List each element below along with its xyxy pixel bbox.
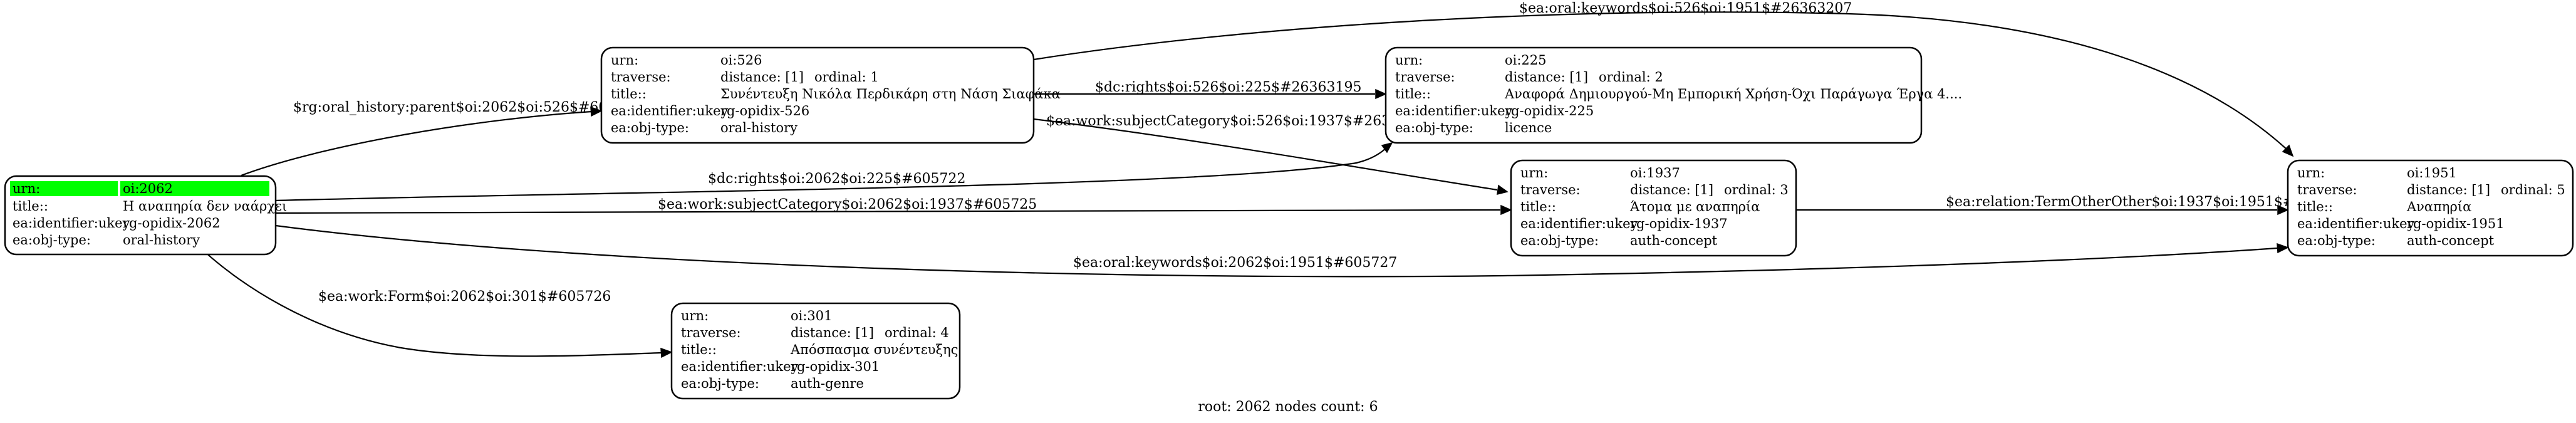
node-1951-type-key: ea:obj-type: xyxy=(2297,233,2376,248)
edge-label-relation-1937-1951: $ea:relation:TermOtherOther$oi:1937$oi:1… xyxy=(1946,194,2347,210)
edge-label-parent-2062-526: $rg:oral_history:parent$oi:2062$oi:526$#… xyxy=(293,100,642,115)
node-301-urn-value: oi:301 xyxy=(791,308,833,323)
edge-parent-2062-526[interactable]: $rg:oral_history:parent$oi:2062$oi:526$#… xyxy=(241,100,642,177)
node-526-ukey-value: rg-opidix-526 xyxy=(720,103,809,118)
node-225-ukey-key: ea:identifier:ukey xyxy=(1395,103,1513,118)
node-2062-urn-value: oi:2062 xyxy=(123,181,173,196)
edge-subject-526-1937[interactable]: $ea:work:subjectCategory$oi:526$oi:1937$… xyxy=(1033,113,1509,195)
node-oi-1951[interactable]: urn: oi:1951 traverse: distance: [1] ord… xyxy=(2287,159,2574,257)
node-301-traverse-distance: distance: [1] xyxy=(791,325,874,340)
node-225-ukey-value: rg-opidix-225 xyxy=(1505,103,1594,118)
node-301-type-key: ea:obj-type: xyxy=(681,376,759,391)
node-225-urn-value: oi:225 xyxy=(1505,53,1547,68)
node-225-traverse-distance: distance: [1] xyxy=(1505,70,1588,85)
graph-footer: root: 2062 nodes count: 6 xyxy=(1198,399,1378,415)
node-225-title-value: Αναφορά Δημιουργού-Μη Εμπορική Χρήση-Όχι… xyxy=(1504,86,1962,102)
node-1951-ukey-value: rg-opidix-1951 xyxy=(2407,216,2505,231)
edge-subject-2062-1937[interactable]: $ea:work:subjectCategory$oi:2062$oi:1937… xyxy=(275,197,1512,216)
highlight-key-cell xyxy=(10,181,118,196)
node-1937-urn-key: urn: xyxy=(1520,165,1548,180)
node-1951-ukey-key: ea:identifier:ukey xyxy=(2297,216,2415,231)
node-526-ukey-key: ea:identifier:ukey xyxy=(611,103,729,118)
node-2062-title-value: Η αναπηρία δεν ναάρχει xyxy=(123,199,287,214)
node-1937-type-key: ea:obj-type: xyxy=(1520,233,1599,248)
edge-label-rights-2062-225: $dc:rights$oi:2062$oi:225$#605722 xyxy=(708,171,966,187)
node-526-traverse-key: traverse: xyxy=(611,70,671,85)
node-1951-traverse-key: traverse: xyxy=(2297,182,2357,197)
node-526-type-key: ea:obj-type: xyxy=(611,120,689,135)
node-2062-type-key: ea:obj-type: xyxy=(13,232,91,248)
node-1951-urn-key: urn: xyxy=(2297,165,2325,180)
edge-label-subject-2062-1937: $ea:work:subjectCategory$oi:2062$oi:1937… xyxy=(658,197,1037,212)
node-526-urn-value: oi:526 xyxy=(720,53,762,68)
node-2062-title-key: title:: xyxy=(13,199,48,214)
edge-form-2062-301[interactable]: $ea:work:Form$oi:2062$oi:301$#605726 xyxy=(194,241,673,358)
node-1937-traverse-distance: distance: [1] xyxy=(1630,182,1713,197)
node-526-urn-key: urn: xyxy=(611,53,638,68)
node-oi-2062[interactable]: urn: oi:2062 title:: Η αναπηρία δεν ναάρ… xyxy=(4,175,287,256)
node-526-traverse-distance: distance: [1] xyxy=(720,70,804,85)
edge-label-keywords-526-1951: $ea:oral:keywords$oi:526$oi:1951$#263632… xyxy=(1519,1,1852,16)
node-1937-type-value: auth-concept xyxy=(1630,233,1718,248)
node-1937-title-value: Άτομα με αναπηρία xyxy=(1629,199,1760,214)
node-225-traverse-key: traverse: xyxy=(1395,70,1455,85)
node-301-traverse-key: traverse: xyxy=(681,325,741,340)
node-301-ukey-key: ea:identifier:ukey xyxy=(681,359,799,374)
node-1951-title-key: title:: xyxy=(2297,199,2333,214)
node-1937-urn-value: oi:1937 xyxy=(1630,165,1680,180)
node-oi-225[interactable]: urn: oi:225 traverse: distance: [1] ordi… xyxy=(1384,46,1962,144)
edge-label-rights-526-225: $dc:rights$oi:526$oi:225$#26363195 xyxy=(1095,80,1362,95)
node-2062-type-value: oral-history xyxy=(123,232,200,248)
node-1951-title-value: Αναπηρία xyxy=(2406,199,2471,214)
edge-rights-2062-225[interactable]: $dc:rights$oi:2062$oi:225$#605722 xyxy=(275,142,1393,202)
node-301-traverse-ordinal: ordinal: 4 xyxy=(885,325,949,340)
node-225-title-key: title:: xyxy=(1395,86,1431,102)
node-225-urn-key: urn: xyxy=(1395,53,1423,68)
node-1937-traverse-ordinal: ordinal: 3 xyxy=(1724,182,1789,197)
node-526-traverse-ordinal: ordinal: 1 xyxy=(814,70,879,85)
node-2062-urn-key: urn: xyxy=(13,181,40,196)
node-1937-ukey-key: ea:identifier:ukey xyxy=(1520,216,1638,231)
node-1951-traverse-ordinal: ordinal: 5 xyxy=(2501,182,2565,197)
node-1951-urn-value: oi:1951 xyxy=(2407,165,2457,180)
edge-rights-526-225[interactable]: $dc:rights$oi:526$oi:225$#26363195 xyxy=(1034,80,1387,100)
node-301-title-key: title:: xyxy=(681,342,717,357)
edge-keywords-526-1951[interactable]: $ea:oral:keywords$oi:526$oi:1951$#263632… xyxy=(1033,1,2294,157)
edge-relation-1937-1951[interactable]: $ea:relation:TermOtherOther$oi:1937$oi:1… xyxy=(1796,194,2347,216)
edges: $rg:oral_history:parent$oi:2062$oi:526$#… xyxy=(194,1,2347,358)
highlight-value-cell xyxy=(120,181,269,196)
node-301-title-value: Απόσπασμα συνέντευξης xyxy=(790,342,958,357)
node-225-type-value: licence xyxy=(1505,120,1552,135)
node-301-ukey-value: rg-opidix-301 xyxy=(791,359,880,374)
node-301-type-value: auth-genre xyxy=(791,376,864,391)
node-526-title-key: title:: xyxy=(611,86,647,102)
node-1937-title-key: title:: xyxy=(1520,199,1556,214)
node-1937-ukey-value: rg-opidix-1937 xyxy=(1630,216,1728,231)
node-2062-ukey-value: rg-opidix-2062 xyxy=(123,216,221,231)
node-1951-type-value: auth-concept xyxy=(2407,233,2495,248)
node-225-type-key: ea:obj-type: xyxy=(1395,120,1473,135)
edge-label-keywords-2062-1951: $ea:oral:keywords$oi:2062$oi:1951$#60572… xyxy=(1073,255,1397,271)
edge-label-form-2062-301: $ea:work:Form$oi:2062$oi:301$#605726 xyxy=(318,289,611,305)
node-225-traverse-ordinal: ordinal: 2 xyxy=(1599,70,1663,85)
node-oi-1937[interactable]: urn: oi:1937 traverse: distance: [1] ord… xyxy=(1510,159,1797,257)
node-oi-526[interactable]: urn: oi:526 traverse: distance: [1] ordi… xyxy=(600,46,1061,144)
edge-label-subject-526-1937: $ea:work:subjectCategory$oi:526$oi:1937$… xyxy=(1046,113,1434,129)
node-526-title-value: Συνέντευξη Νικόλα Περδικάρη στη Νάση Σια… xyxy=(720,86,1061,102)
nodes: urn: oi:2062 title:: Η αναπηρία δεν ναάρ… xyxy=(4,46,2574,400)
node-301-urn-key: urn: xyxy=(681,308,709,323)
node-oi-301[interactable]: urn: oi:301 traverse: distance: [1] ordi… xyxy=(670,302,961,400)
node-2062-ukey-key: ea:identifier:ukey xyxy=(13,216,130,231)
node-526-type-value: oral-history xyxy=(720,120,797,135)
node-1951-traverse-distance: distance: [1] xyxy=(2407,182,2490,197)
edge-keywords-2062-1951[interactable]: $ea:oral:keywords$oi:2062$oi:1951$#60572… xyxy=(275,224,2289,278)
node-1937-traverse-key: traverse: xyxy=(1520,182,1581,197)
